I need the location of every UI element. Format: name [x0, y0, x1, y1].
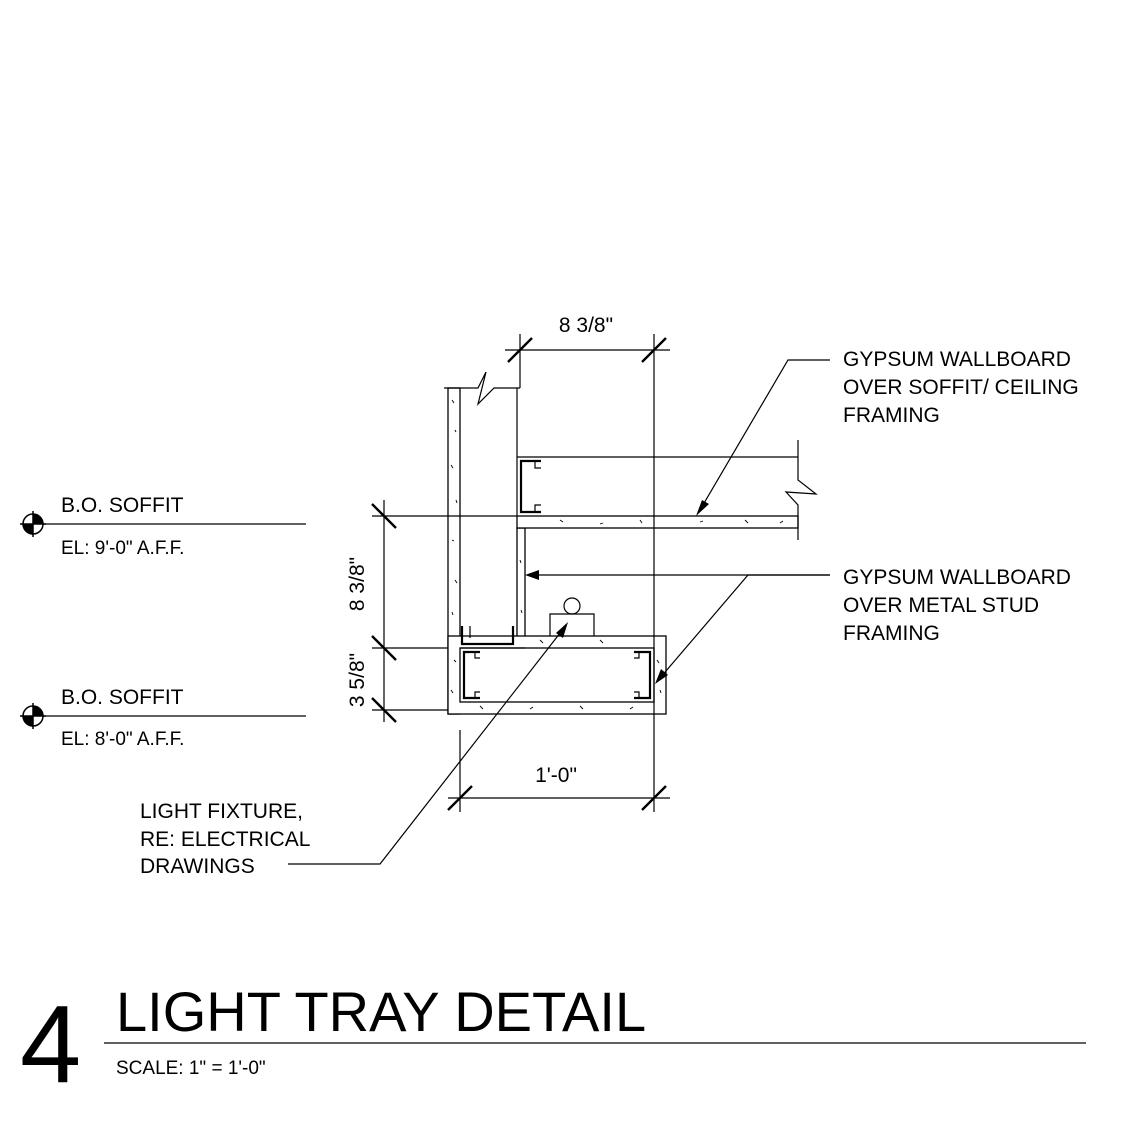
note-line: GYPSUM WALLBOARD	[843, 348, 1071, 371]
level-lower-name: B.O. SOFFIT	[61, 686, 184, 709]
inner-gypsum-board	[516, 527, 526, 649]
level-lower-elevation: EL: 8'-0" A.F.F.	[61, 729, 184, 750]
break-line-top	[444, 371, 520, 406]
note-line: OVER METAL STUD	[843, 594, 1039, 617]
level-marker-upper: B.O. SOFFIT EL: 9'-0" A.F.F.	[20, 494, 306, 559]
detail-title: LIGHT TRAY DETAIL	[116, 980, 646, 1043]
break-line-right	[784, 440, 818, 540]
note-line: GYPSUM WALLBOARD	[843, 566, 1071, 589]
detail-number: 4	[20, 983, 81, 1106]
tray-stud-left	[462, 650, 480, 700]
note-line: OVER SOFFIT/ CEILING	[843, 376, 1079, 399]
note-line: RE: ELECTRICAL	[140, 828, 310, 851]
light-fixture-lamp	[563, 597, 581, 615]
note-line: FRAMING	[843, 404, 940, 427]
note-line: LIGHT FIXTURE,	[140, 800, 303, 823]
ceiling-gypsum-board	[516, 515, 799, 529]
note-line: DRAWINGS	[140, 855, 255, 878]
leader-arrow-icon	[556, 622, 568, 638]
leader-arrow-icon	[655, 669, 668, 684]
tray-stud-right	[634, 650, 652, 700]
board-hatch	[450, 399, 784, 710]
level-marker-lower: B.O. SOFFIT EL: 8'-0" A.F.F.	[20, 686, 306, 750]
dimension-top: 8 3/8"	[559, 314, 613, 337]
note-light-fixture: LIGHT FIXTURE, RE: ELECTRICAL DRAWINGS	[140, 800, 310, 878]
soffit-assembly	[444, 371, 818, 715]
note-line: FRAMING	[843, 622, 940, 645]
light-fixture-housing	[549, 613, 595, 636]
leader-arrow-icon	[525, 570, 539, 580]
ceiling-stud	[519, 459, 541, 514]
leaders	[288, 359, 830, 865]
level-upper-elevation: EL: 9'-0" A.F.F.	[61, 538, 184, 559]
note-gwb-soffit: GYPSUM WALLBOARD OVER SOFFIT/ CEILING FR…	[843, 348, 1079, 427]
dimension-lines	[371, 334, 670, 812]
detail-scale: SCALE: 1" = 1'-0"	[116, 1058, 266, 1079]
dimension-upper-height: 8 3/8"	[346, 557, 369, 611]
wall-stud	[460, 626, 515, 646]
note-gwb-stud: GYPSUM WALLBOARD OVER METAL STUD FRAMING	[843, 566, 1071, 645]
dimension-lower-height: 3 5/8"	[346, 653, 369, 707]
detail-title-block: 4 LIGHT TRAY DETAIL SCALE: 1" = 1'-0"	[20, 980, 1086, 1106]
level-upper-name: B.O. SOFFIT	[61, 494, 184, 517]
dimension-bottom: 1'-0"	[535, 764, 577, 787]
leader-arrow-icon	[696, 500, 709, 516]
